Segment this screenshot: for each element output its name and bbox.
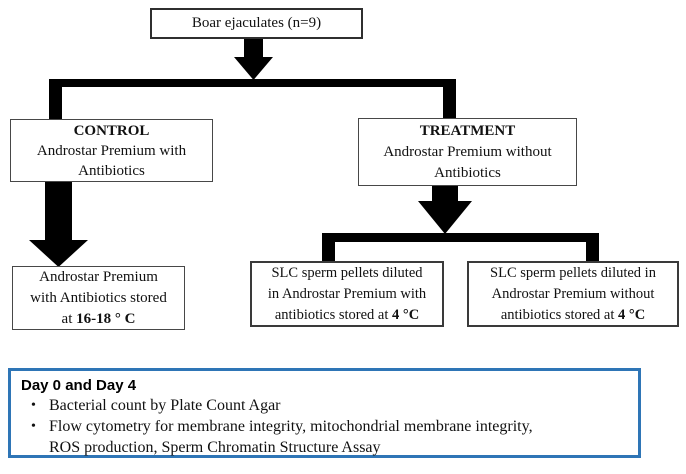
box-line: Androstar Premium without [492,284,655,305]
box-text: SLC sperm pellets diluted in [490,264,656,281]
box-line: Boar ejaculates (n=9) [192,15,321,32]
box-text: with Antibiotics stored [30,289,167,306]
box-line: Androstar Premium [39,267,158,288]
box-line: antibiotics stored at 4 °C [275,305,419,326]
box-text: Boar ejaculates (n=9) [191,15,322,31]
control-box: CONTROL Androstar Premium with Antibioti… [10,119,213,182]
bracket-stub-left-1 [49,79,62,120]
assessment-panel: Day 0 and Day 4 • Bacterial count by Pla… [8,368,641,458]
bullet-icon: • [31,419,36,434]
bullet-text: Flow cytometry for membrane integrity, m… [49,418,533,435]
box-text: Androstar Premium with [36,142,187,159]
box-text: Antibiotics [434,164,501,181]
down-arrow-top [234,37,273,80]
box-line: TREATMENT [420,121,516,142]
box-line: SLC sperm pellets diluted in [490,263,656,284]
box-line: CONTROL [74,121,150,141]
box-line: at 16-18 ° C [62,309,136,330]
box-text-bold: 16-18 ° C [76,310,136,327]
box-text: antibiotics stored at [274,306,393,323]
down-arrow-control [29,181,88,267]
box-text: at [61,310,77,327]
box-line: Antibiotics [434,163,501,184]
box-line: Antibiotics [78,161,145,181]
box-text: Androstar Premium without [491,285,655,302]
bullet-text-continued: ROS production, Sperm Chromatin Structur… [49,439,381,456]
bracket-bar-1 [49,79,456,87]
box-text: SLC sperm pellets diluted [271,264,423,281]
slc-with-antibiotics-box: SLC sperm pellets diluted in Androstar P… [250,261,444,327]
box-text: Antibiotics [78,162,145,179]
bracket-stub-left-2 [322,233,335,263]
bracket-stub-right-1 [443,79,456,119]
box-heading: TREATMENT [419,122,516,139]
bracket-bar-2 [322,233,599,242]
box-text: Androstar Premium [39,268,158,285]
treatment-box: TREATMENT Androstar Premium without Anti… [358,118,577,186]
list-item: • Bacterial count by Plate Count Agar [21,395,628,416]
bullet-icon: • [31,398,36,413]
box-line: with Antibiotics stored [30,288,167,309]
box-text: Androstar Premium without [383,143,552,160]
assessment-heading: Day 0 and Day 4 [21,377,137,394]
box-text-bold: 4 °C [392,306,420,323]
box-line: Androstar Premium without [383,142,551,163]
box-line: antibiotics stored at 4 °C [501,305,645,326]
bracket-stub-right-2 [586,233,599,263]
box-text-bold: 4 °C [618,306,646,323]
list-item: • Flow cytometry for membrane integrity,… [21,416,628,437]
bullet-text: Bacterial count by Plate Count Agar [49,397,281,414]
down-arrow-treatment [418,185,472,234]
box-line: SLC sperm pellets diluted [271,263,422,284]
box-line: Androstar Premium with [37,141,186,161]
slc-without-antibiotics-box: SLC sperm pellets diluted in Androstar P… [467,261,679,327]
control-storage-box: Androstar Premium with Antibiotics store… [12,266,185,330]
box-text: antibiotics stored at [500,306,619,323]
box-line: in Androstar Premium with [268,284,426,305]
boar-ejaculates-box: Boar ejaculates (n=9) [150,8,363,39]
box-text: in Androstar Premium with [267,285,427,302]
box-heading: CONTROL [73,122,150,139]
